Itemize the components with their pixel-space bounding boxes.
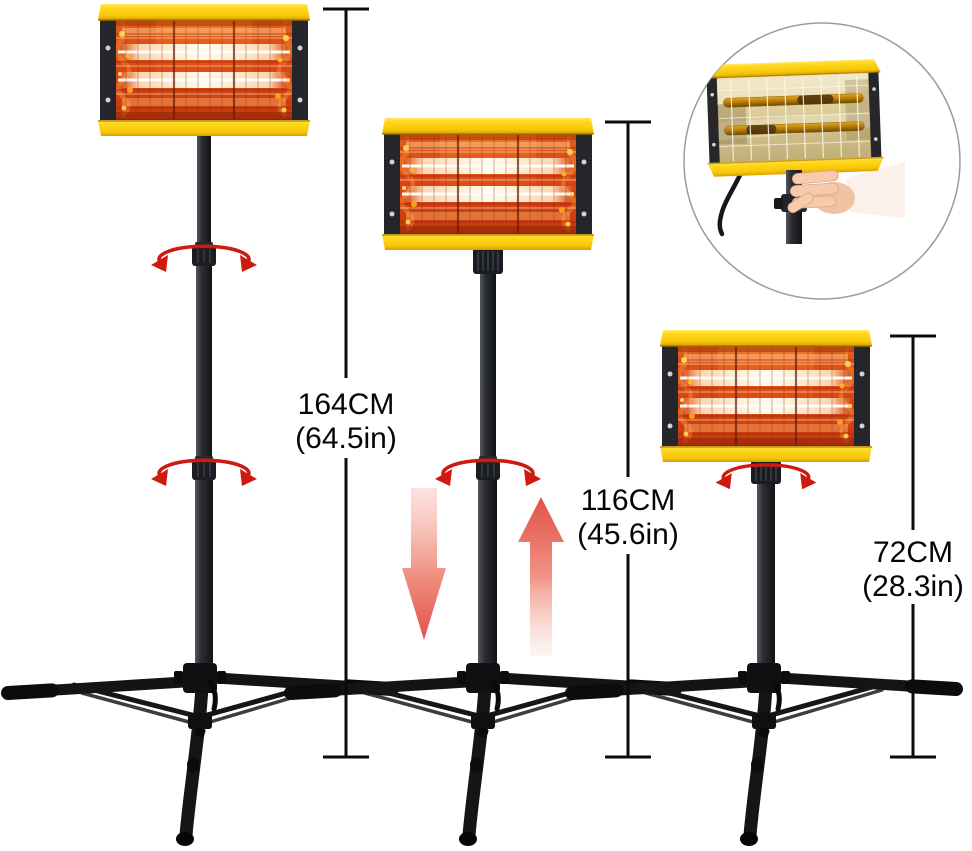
arrow-up-icon [518,497,564,656]
dimension-line-medium [605,120,651,759]
pole-upper [197,134,211,248]
height-in: (64.5in) [295,422,397,455]
height-cm: 116CM [580,484,676,517]
pole-collar [192,456,216,480]
height-in: (45.6in) [577,518,679,551]
height-label-tall: 164CM (64.5in) [295,388,397,456]
height-in: (28.3in) [862,570,964,603]
pole-lower [757,484,775,672]
pole-lower [195,480,213,672]
pole-middle [196,266,212,462]
heater-head [660,330,872,462]
pole-upper [480,274,496,462]
heater-unit-tall [8,4,392,846]
heater-head [382,118,594,250]
arrow-down-icon [402,488,446,640]
height-cm: 164CM [297,388,395,421]
height-label-medium: 116CM (45.6in) [577,484,679,552]
heater-unit-short [572,330,956,846]
dimension-line-short [890,334,936,759]
inset-heater-head [703,58,885,178]
heater-unit-medium [291,118,675,846]
hand [787,162,905,218]
tripod-stand [572,663,956,846]
power-cord [717,163,747,237]
inset-detail [683,22,961,300]
dimension-line-tall [323,7,369,759]
height-cm: 72CM [872,536,954,569]
heater-head [98,4,310,136]
pole-lower [478,480,497,672]
mount-knob [473,248,503,274]
height-label-short: 72CM (28.3in) [862,536,964,604]
